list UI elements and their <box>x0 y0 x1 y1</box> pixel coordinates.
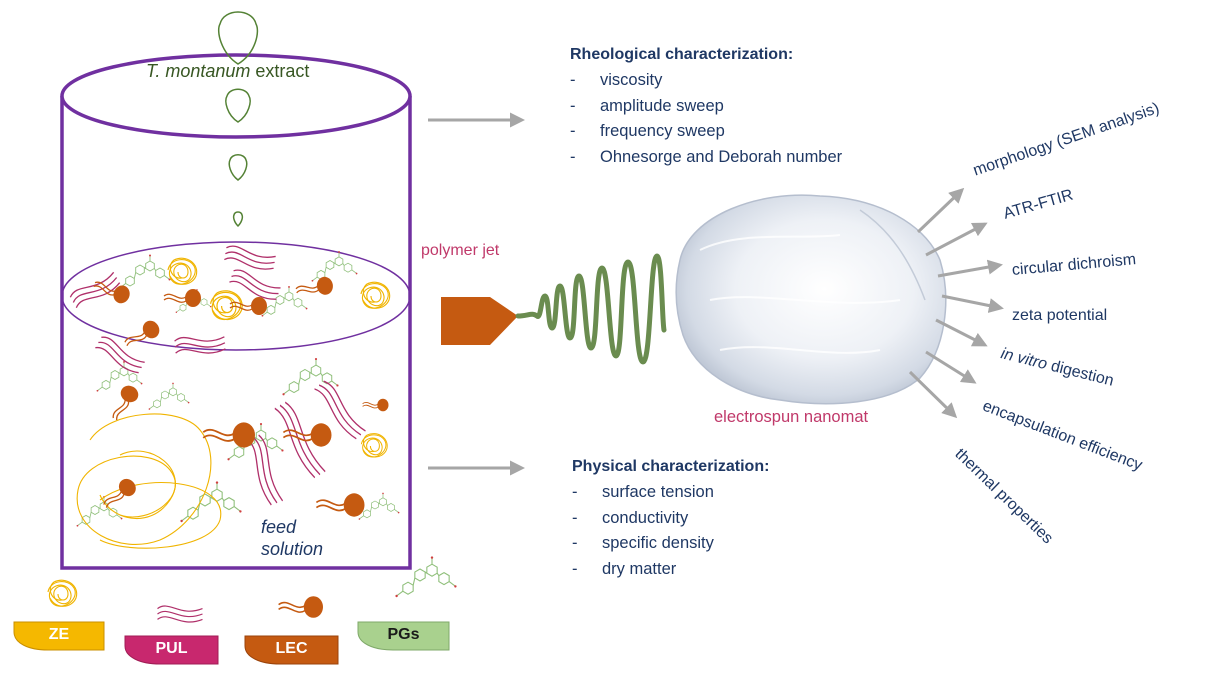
physical-item: dry matter <box>572 557 714 583</box>
physical-list: surface tensionconductivityspecific dens… <box>572 480 714 582</box>
nanomat-label: electrospun nanomat <box>714 408 869 426</box>
extract-species-name: T. montanum <box>146 61 251 81</box>
rheological-heading: Rheological characterization: <box>570 46 794 63</box>
polymer-jet-icon <box>515 253 667 365</box>
rheological-list: viscosityamplitude sweepfrequency sweepO… <box>570 68 842 170</box>
analysis-zeta-potential: zeta potential <box>1012 307 1108 324</box>
feed-label-line2: solution <box>261 539 324 559</box>
rheological-item: viscosity <box>570 68 842 94</box>
physical-heading: Physical characterization: <box>572 458 770 475</box>
legend-label-pgs: PGs <box>387 626 420 643</box>
legend-pgs-icon <box>394 555 458 598</box>
electrospun-nanomat-image <box>675 194 947 405</box>
feed-solution-label: feed solution <box>261 516 323 560</box>
extract-word: extract <box>250 61 310 81</box>
legend-tab-ze <box>13 621 105 651</box>
rheological-item: amplitude sweep <box>570 94 842 120</box>
nanomat-analysis-arrows <box>908 187 1004 419</box>
feed-cylinder <box>60 53 412 570</box>
extract-drops-icon <box>217 11 259 228</box>
legend-label-ze: ZE <box>48 626 70 643</box>
physical-item: specific density <box>572 531 714 557</box>
legend-tab-lec <box>244 635 339 665</box>
legend-lec-icon <box>277 595 324 619</box>
spinneret-nozzle-icon <box>441 297 518 345</box>
legend-tab-pgs <box>357 621 450 651</box>
legend-tab-pul <box>124 635 219 665</box>
solution-zein-coils-icon <box>76 257 391 549</box>
polymer-jet-label: polymer jet <box>421 242 500 259</box>
physical-item: conductivity <box>572 506 714 532</box>
feed-label-line1: feed <box>261 517 297 537</box>
physical-item: surface tension <box>572 480 714 506</box>
legend-label-lec: LEC <box>275 640 308 657</box>
legend-ze-icon <box>47 579 78 607</box>
solution-lecithin-icon <box>90 274 389 518</box>
rheological-item: Ohnesorge and Deborah number <box>570 145 842 171</box>
extract-label: T. montanum extract <box>146 61 309 82</box>
legend-pul-icon <box>156 605 204 623</box>
rheological-item: frequency sweep <box>570 119 842 145</box>
legend-label-pul: PUL <box>155 640 188 657</box>
